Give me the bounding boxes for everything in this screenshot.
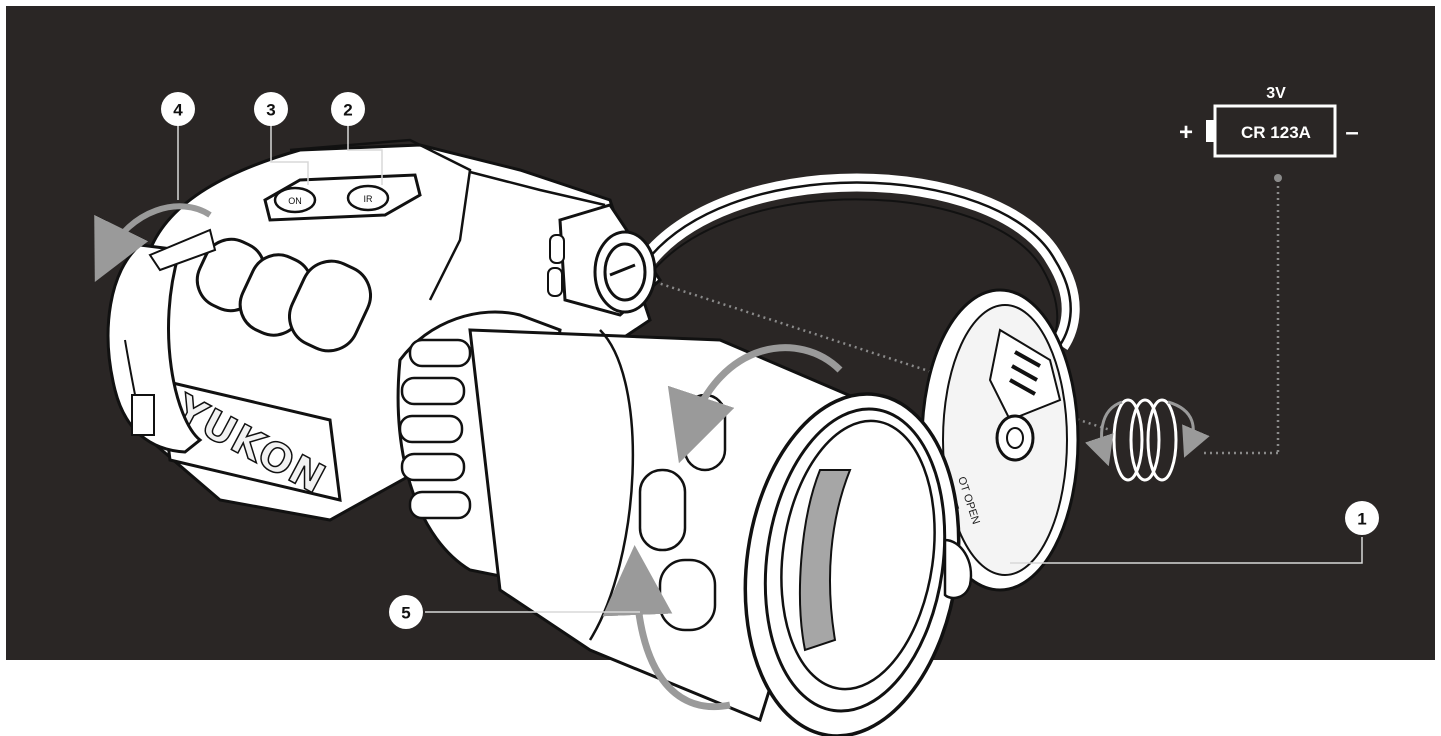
battery-minus-sign: – <box>1345 119 1358 146</box>
callout-2-label: 2 <box>343 101 352 120</box>
battery-voltage: 3V <box>1266 85 1286 102</box>
power-button[interactable]: ON <box>275 188 315 212</box>
battery-model: CR 123A <box>1241 123 1311 142</box>
callout-5: 5 <box>389 595 423 629</box>
battery-plus-sign: + <box>1179 119 1193 146</box>
ir-button[interactable]: IR <box>348 186 388 210</box>
ir-button-label: IR <box>364 194 374 204</box>
callout-1: 1 <box>1345 501 1379 535</box>
callout-2: 2 <box>331 92 365 126</box>
callout-4-label: 4 <box>173 101 183 120</box>
callout-3: 3 <box>254 92 288 126</box>
power-button-label: ON <box>288 196 302 206</box>
callout-5-label: 5 <box>401 604 410 623</box>
callout-3-label: 3 <box>266 101 275 120</box>
callout-1-label: 1 <box>1357 510 1366 529</box>
callout-4: 4 <box>161 92 195 126</box>
battery-connector-dot <box>1274 174 1282 182</box>
